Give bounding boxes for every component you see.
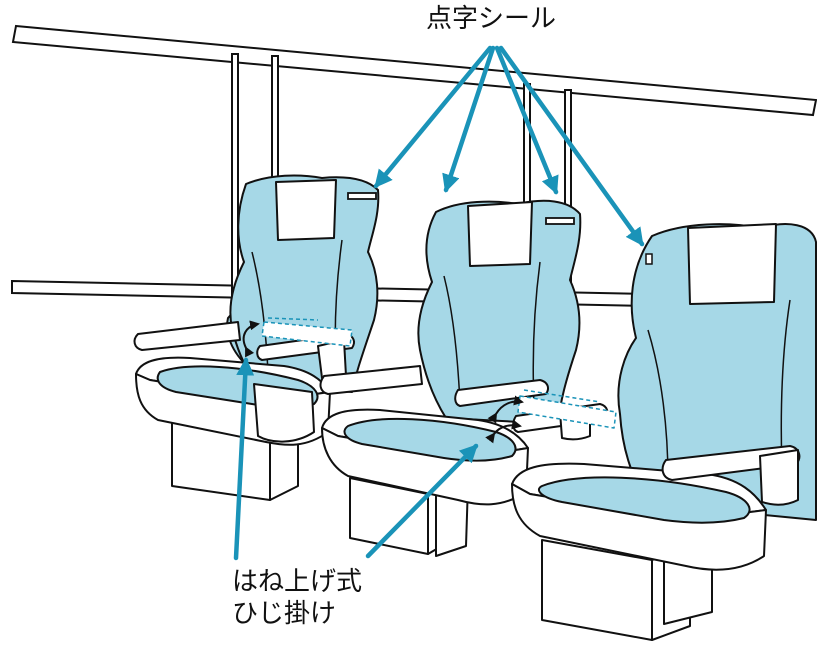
braille-sticker-icon <box>645 253 653 265</box>
curved-double-arrow-icon <box>485 395 524 444</box>
seat-2 <box>319 199 617 557</box>
armrest-arrows <box>233 357 479 561</box>
curved-double-arrow-icon <box>242 320 260 358</box>
braille-sticker-arrows <box>373 45 645 247</box>
braille-sticker-icon <box>347 192 377 200</box>
braille-sticker-label: 点字シール <box>426 4 557 34</box>
armrest-label-line1: はね上げ式 <box>232 567 363 597</box>
seat-1 <box>133 174 380 501</box>
braille-sticker-icon <box>545 217 575 225</box>
armrest-label-line2: ひじ掛け <box>232 599 337 629</box>
seat-3 <box>511 223 817 641</box>
